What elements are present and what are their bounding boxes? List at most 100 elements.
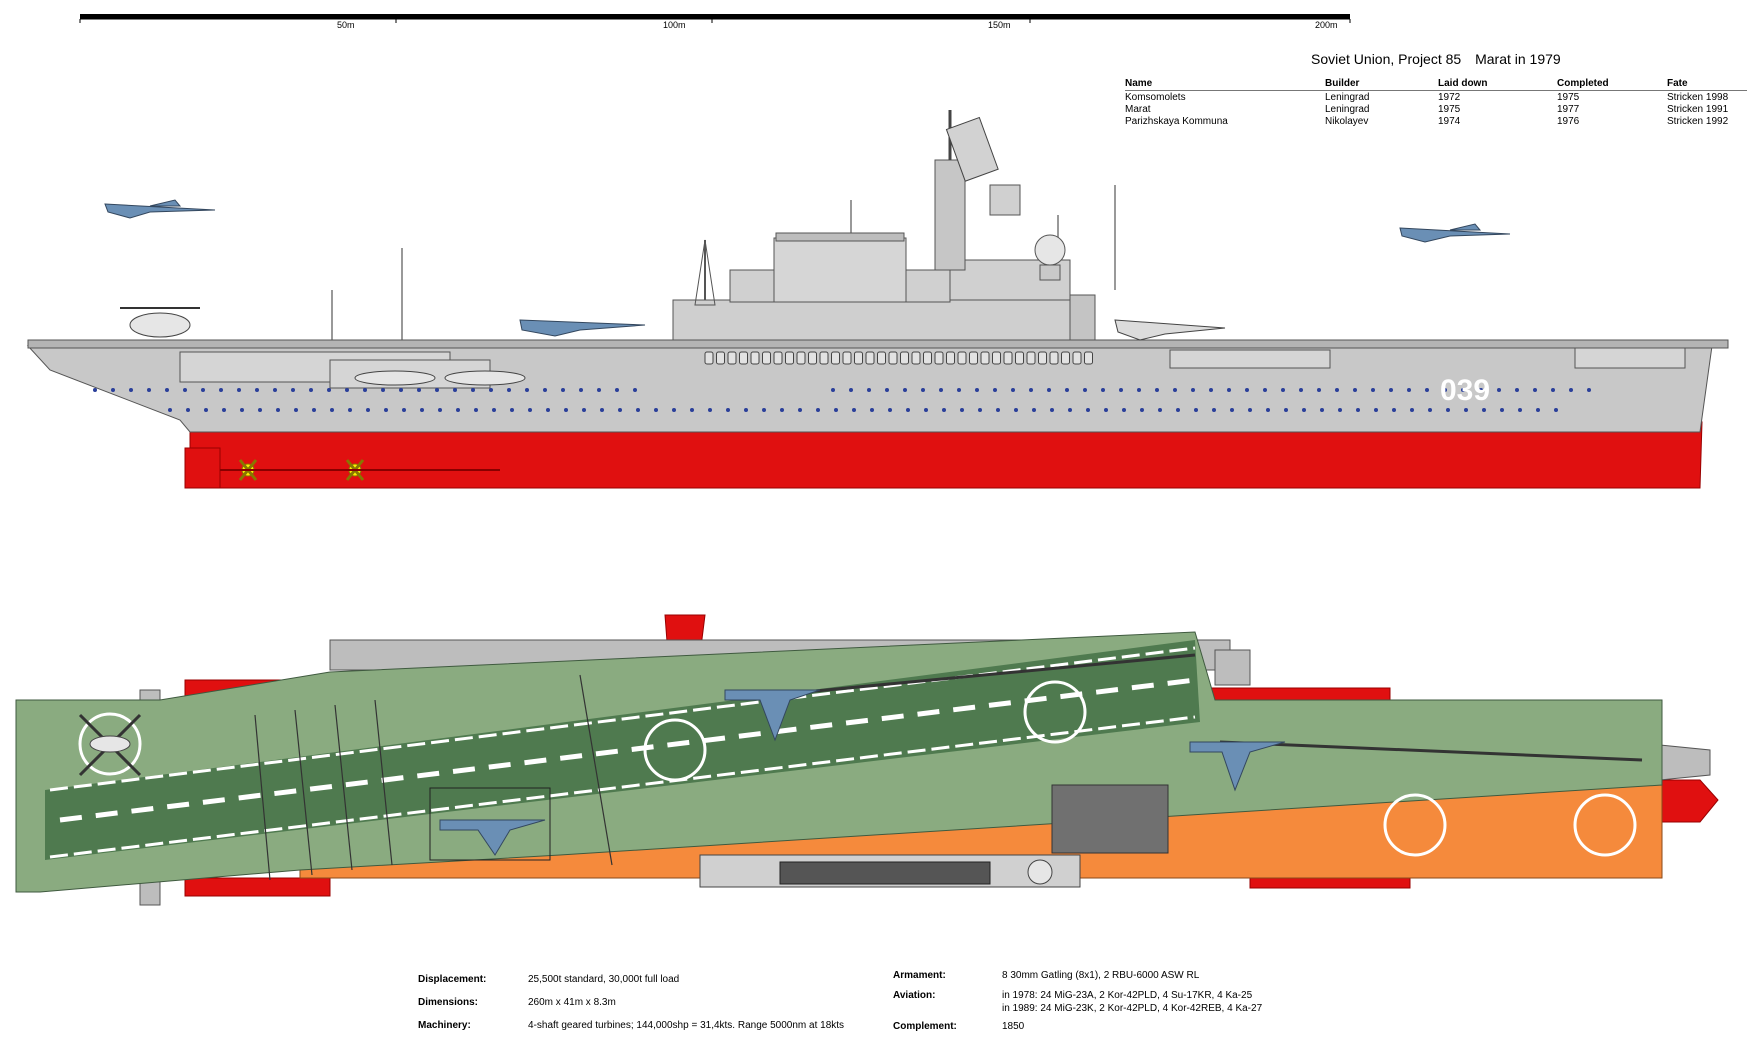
- aviation-1978-value: in 1978: 24 MiG-23A, 2 Kor-42PLD, 4 Su-1…: [1002, 990, 1253, 1001]
- porthole: [618, 408, 622, 412]
- porthole: [1086, 408, 1090, 412]
- hangar-opening: [900, 351, 909, 365]
- hangar-opening: [957, 351, 967, 365]
- porthole: [1281, 388, 1285, 392]
- scale-label-50m: 50m: [337, 20, 355, 30]
- arrester-wires: [254, 674, 613, 881]
- porthole: [672, 408, 676, 412]
- porthole: [186, 408, 190, 412]
- porthole: [204, 408, 208, 412]
- island-plan: [699, 854, 1081, 888]
- porthole: [1011, 388, 1015, 392]
- portholes: [93, 388, 1591, 412]
- porthole: [510, 408, 514, 412]
- porthole: [471, 388, 475, 392]
- porthole: [564, 408, 568, 412]
- aviation-label: Aviation:: [893, 990, 936, 1001]
- porthole: [903, 388, 907, 392]
- cell: 1976: [1557, 116, 1580, 127]
- porthole: [870, 408, 874, 412]
- porthole: [1173, 388, 1177, 392]
- porthole: [201, 388, 205, 392]
- hangar-opening: [819, 351, 829, 365]
- porthole: [129, 388, 133, 392]
- hangar-opening: [1072, 351, 1082, 365]
- catapult-track-1: [804, 653, 1196, 694]
- porthole: [1551, 388, 1555, 392]
- porthole: [582, 408, 586, 412]
- hangar-opening: [1084, 351, 1093, 365]
- porthole: [1029, 388, 1033, 392]
- porthole: [1569, 388, 1573, 392]
- landing-lane: [45, 640, 1200, 860]
- porthole: [1050, 408, 1054, 412]
- porthole: [240, 408, 244, 412]
- porthole: [942, 408, 946, 412]
- hangar-opening: [992, 351, 1001, 365]
- porthole: [525, 388, 529, 392]
- porthole: [399, 388, 403, 392]
- porthole: [330, 408, 334, 412]
- hangar-opening: [911, 351, 921, 365]
- displacement-value: 25,500t standard, 30,000t full load: [528, 974, 680, 985]
- drawing-title: Soviet Union, Project 85 Marat in 1979: [1311, 51, 1561, 67]
- hangar-opening: [888, 351, 898, 365]
- porthole: [1014, 408, 1018, 412]
- porthole: [726, 408, 730, 412]
- porthole: [345, 388, 349, 392]
- porthole: [831, 388, 835, 392]
- porthole: [1302, 408, 1306, 412]
- cell: 1975: [1438, 104, 1461, 115]
- porthole: [1083, 388, 1087, 392]
- porthole: [1338, 408, 1342, 412]
- header-name: Name: [1125, 78, 1325, 91]
- porthole: [633, 388, 637, 392]
- porthole: [546, 408, 550, 412]
- porthole: [561, 388, 565, 392]
- hangar-opening: [923, 351, 932, 365]
- porthole: [1407, 388, 1411, 392]
- hangar-opening: [1038, 351, 1047, 365]
- hangar-opening: [1026, 351, 1036, 365]
- porthole: [1371, 388, 1375, 392]
- scale-bar: [79, 14, 1351, 23]
- porthole: [291, 388, 295, 392]
- porthole: [1104, 408, 1108, 412]
- porthole: [222, 408, 226, 412]
- porthole: [1266, 408, 1270, 412]
- porthole: [1446, 408, 1450, 412]
- porthole: [1245, 388, 1249, 392]
- ship-date: Marat in 1979: [1475, 51, 1561, 67]
- aviation-1989-value: in 1989: 24 MiG-23K, 2 Kor-42PLD, 4 Kor-…: [1002, 1003, 1263, 1014]
- porthole: [183, 388, 187, 392]
- porthole: [579, 388, 583, 392]
- gallery-deck: [179, 347, 1686, 389]
- porthole: [1389, 388, 1393, 392]
- porthole: [1122, 408, 1126, 412]
- cell: Stricken 1998: [1667, 92, 1729, 103]
- porthole: [255, 388, 259, 392]
- aircraft-flying-left: [104, 199, 216, 219]
- deck-elevator: [1051, 784, 1169, 854]
- porthole: [1299, 388, 1303, 392]
- porthole: [924, 408, 928, 412]
- porthole: [1335, 388, 1339, 392]
- porthole: [507, 388, 511, 392]
- porthole: [258, 408, 262, 412]
- hangar-opening: [934, 351, 944, 365]
- ship-side-profile: 039: [26, 110, 1729, 489]
- porthole: [1497, 388, 1501, 392]
- porthole: [1356, 408, 1360, 412]
- hangar-opening: [739, 351, 748, 365]
- ship-plan-view: [15, 614, 1719, 906]
- aircraft-on-deck: [519, 319, 646, 337]
- porthole: [1518, 408, 1522, 412]
- porthole: [798, 408, 802, 412]
- porthole: [147, 388, 151, 392]
- porthole: [1482, 408, 1486, 412]
- starboard-edge-dashes: [49, 715, 1196, 859]
- porthole: [1428, 408, 1432, 412]
- porthole: [1119, 388, 1123, 392]
- cell: 1977: [1557, 104, 1580, 115]
- porthole: [1425, 388, 1429, 392]
